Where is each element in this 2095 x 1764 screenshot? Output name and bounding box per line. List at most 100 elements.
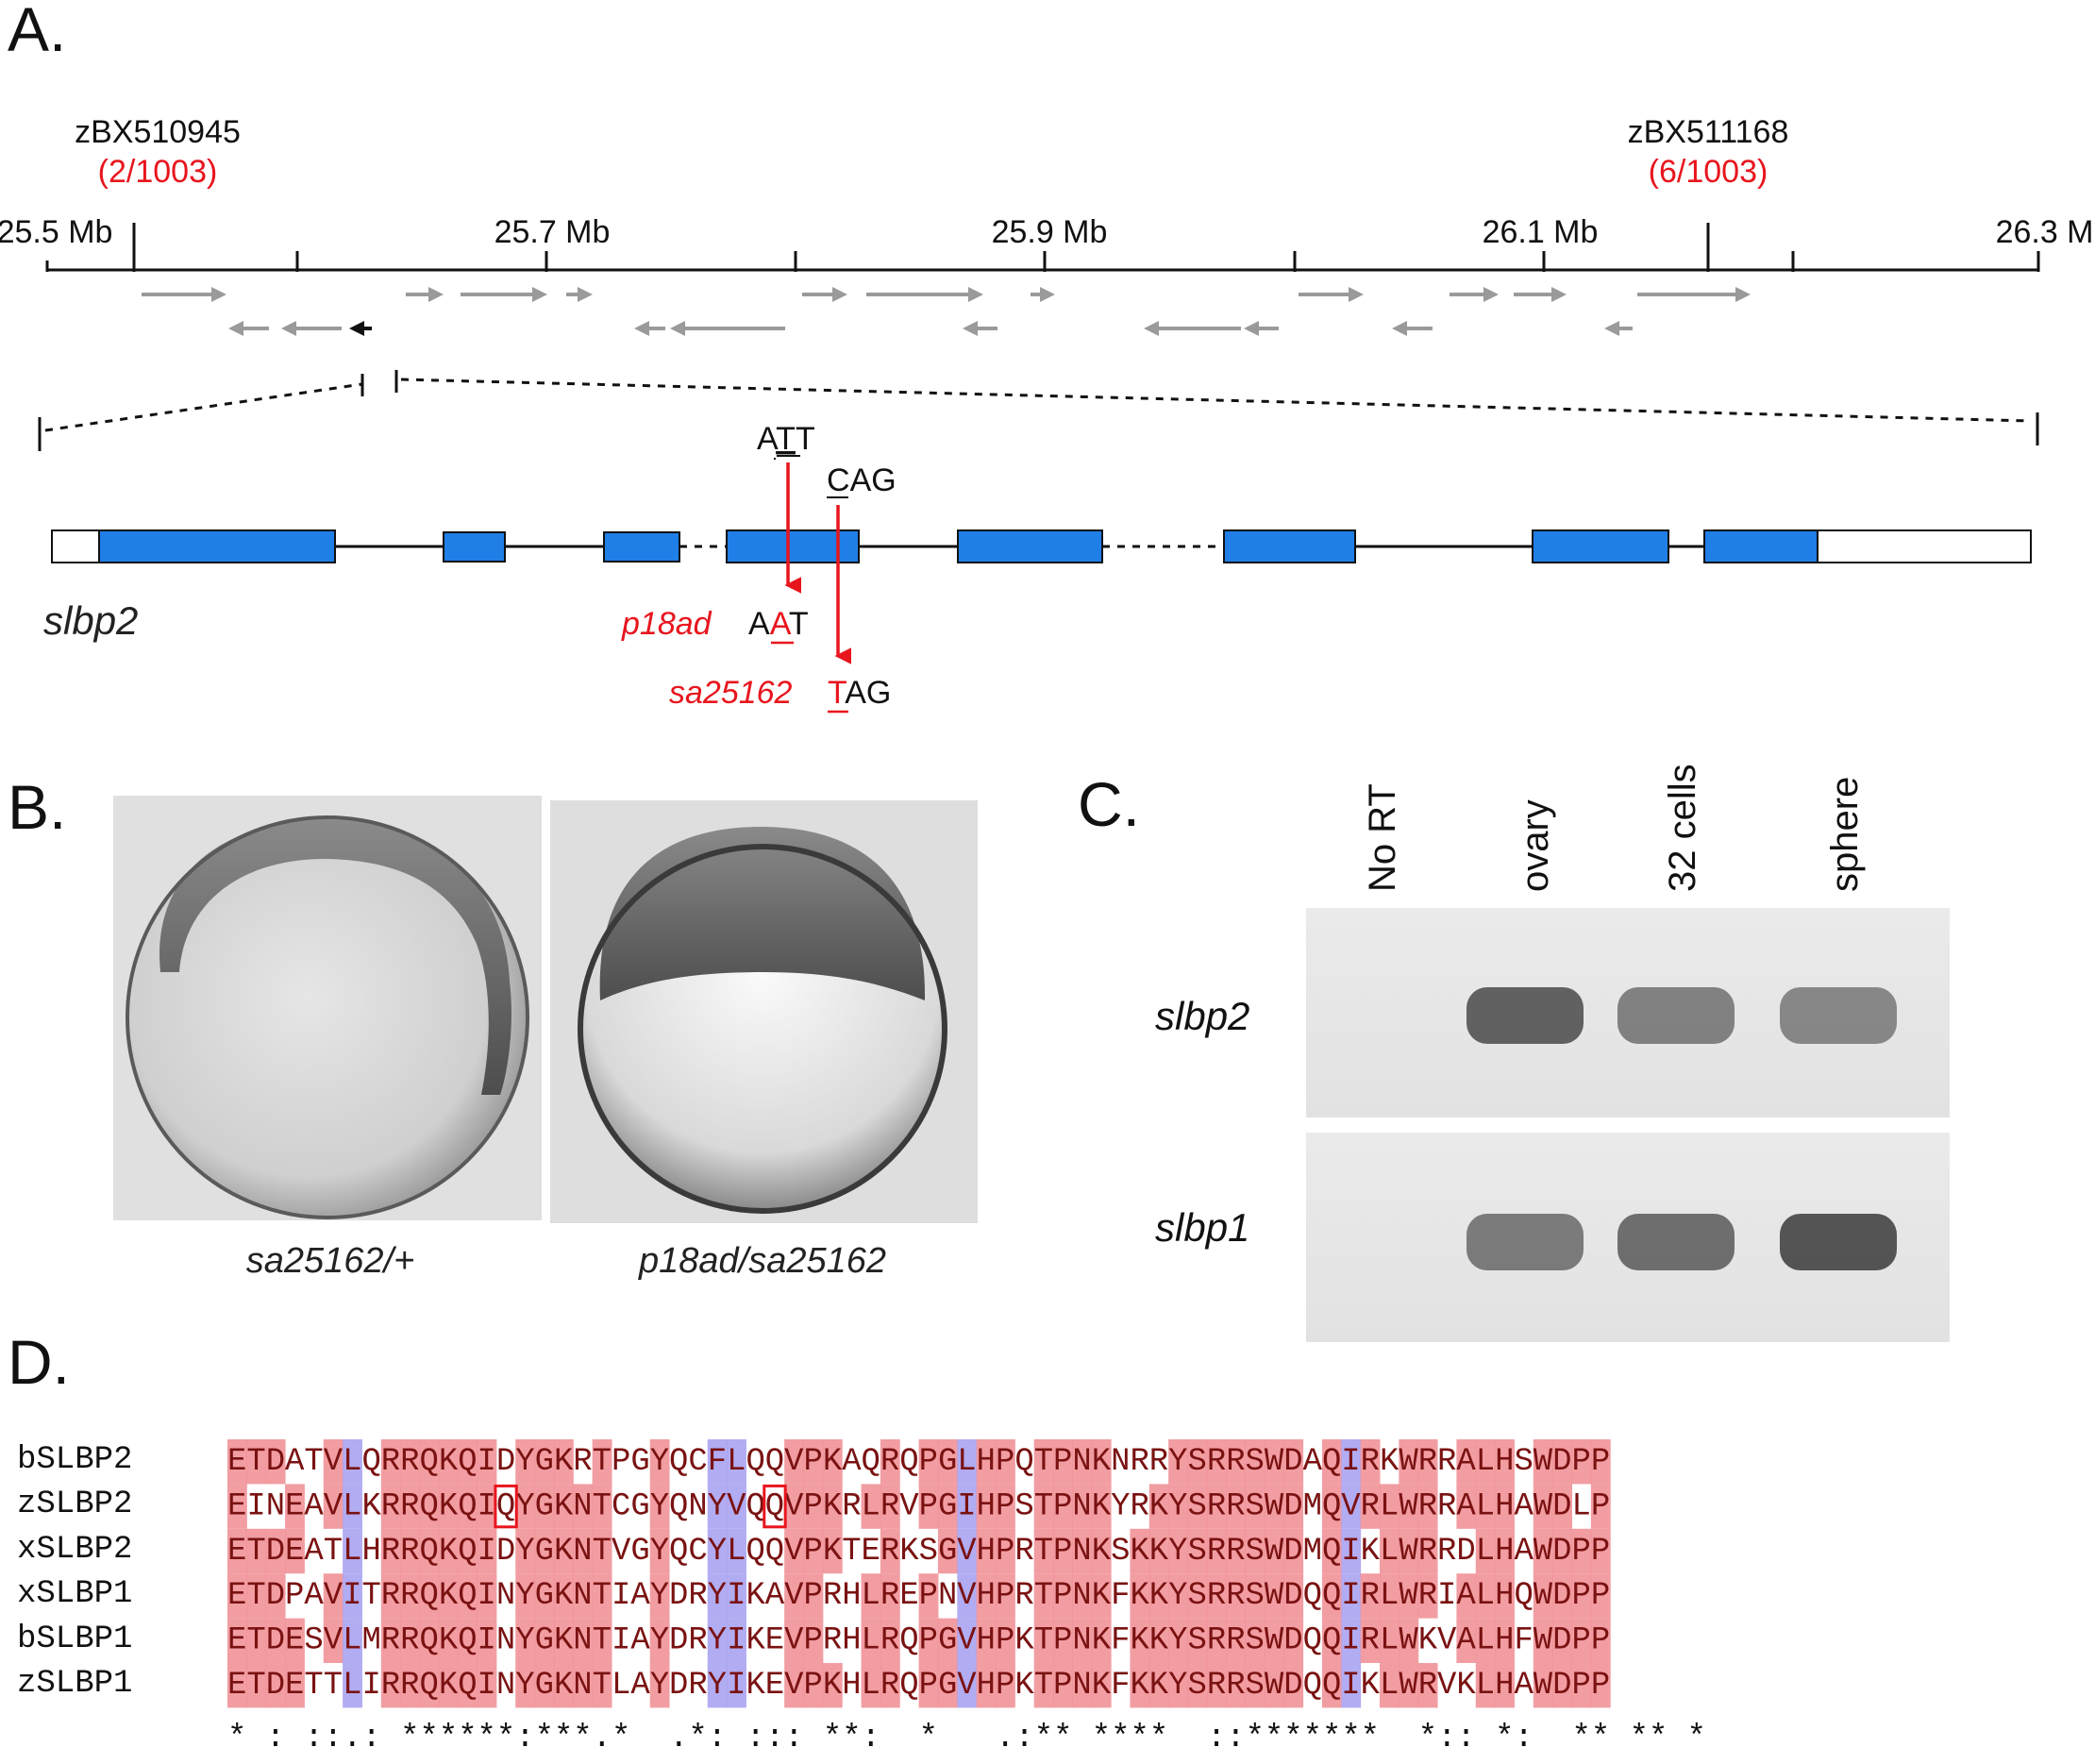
alignment-cell: [553, 1663, 574, 1708]
alignment-cell: [515, 1528, 536, 1574]
alignment-cell: [323, 1573, 344, 1619]
alignment-cell: [861, 1573, 881, 1619]
species-name: bSLBP2: [17, 1442, 132, 1478]
alignment-cell: [1399, 1618, 1419, 1663]
alignment-cell: [380, 1573, 401, 1619]
alignment-cell: [1264, 1663, 1284, 1708]
alignment-cell: [1399, 1663, 1419, 1708]
alignment-cell: [1033, 1528, 1054, 1574]
panel-a-letter: A.: [8, 0, 66, 64]
alignment-cell: [1187, 1528, 1208, 1574]
alignment-cell: [1053, 1663, 1073, 1708]
alignment-cell: [265, 1663, 286, 1708]
alignment-cell: [976, 1484, 997, 1529]
alignment-cell: [1226, 1439, 1247, 1485]
alignment-cell: [1456, 1618, 1477, 1663]
alignment-cell: [1417, 1528, 1438, 1574]
alignment-cell: [400, 1439, 420, 1485]
wt-codon-2: CAG: [827, 462, 897, 498]
alignment-cell: [553, 1573, 574, 1619]
utr-5: [51, 529, 100, 563]
alignment-cell: [937, 1439, 958, 1485]
exon: [1223, 529, 1356, 563]
alignment-cell: [1091, 1484, 1112, 1529]
alignment-cell: [1571, 1618, 1592, 1663]
alignment-cell: [1380, 1528, 1399, 1574]
alignment-cell: [1206, 1663, 1227, 1708]
alignment-cell: [419, 1573, 440, 1619]
species-name: bSLBP1: [17, 1621, 132, 1657]
alignment-cell: [1533, 1573, 1553, 1619]
alignment-cell: [534, 1663, 555, 1708]
panel-d-letter: D.: [8, 1327, 70, 1397]
alignment-cell: [1264, 1528, 1284, 1574]
alignment-cell: [553, 1439, 574, 1485]
alignment-cell: [727, 1573, 746, 1619]
alignment-cell: [957, 1573, 978, 1619]
alignment-cell: [1072, 1618, 1093, 1663]
alignment-cell: [880, 1663, 900, 1708]
alignment-cell: [707, 1484, 728, 1529]
alignment-cell: [1072, 1573, 1093, 1619]
slbp2-arrow: [349, 321, 372, 336]
alignment-cell: [227, 1484, 247, 1529]
alignment-cell: [1053, 1573, 1073, 1619]
alignment-cell: [1053, 1528, 1073, 1574]
marker-right-recomb: (6/1003): [1649, 154, 1768, 190]
alignment-cell: [1475, 1663, 1496, 1708]
alignment-cell: [438, 1663, 459, 1708]
alignment-cell: [1380, 1573, 1399, 1619]
alignment-cell: [1590, 1663, 1611, 1708]
exon: [957, 529, 1103, 563]
alignment-cell: [707, 1663, 728, 1708]
alignment-cell: [1033, 1439, 1054, 1485]
alignment-cell: [1091, 1618, 1112, 1663]
alignment-cell: [727, 1439, 746, 1485]
gene-arrow: [802, 287, 847, 302]
gene-arrow: [1244, 321, 1279, 336]
alignment-cell: [861, 1618, 881, 1663]
alignment-cell: [1456, 1484, 1477, 1529]
alignment-cell: [1168, 1573, 1188, 1619]
alignment-cell: [1380, 1484, 1399, 1529]
alignment-cell: [380, 1618, 401, 1663]
scale-axis: [45, 223, 2040, 272]
exon: [1532, 529, 1669, 563]
alignment-cell: [1206, 1573, 1227, 1619]
alignment-cell: [534, 1439, 555, 1485]
alignment-cell: [534, 1573, 555, 1619]
alignment-cell: [438, 1573, 459, 1619]
alignment-cell: [1495, 1439, 1515, 1485]
alignment-cell: [1590, 1573, 1611, 1619]
alignment-cell: [957, 1663, 978, 1708]
alignment-cell: [649, 1484, 670, 1529]
alignment-cell: [727, 1663, 746, 1708]
alignment-cell: [1264, 1439, 1284, 1485]
alignment-cell: [227, 1439, 247, 1485]
gene-arrow: [1514, 287, 1567, 302]
alignment-cell: [880, 1439, 900, 1485]
gel-row-label: slbp2: [1155, 994, 1249, 1038]
alignment-cell: [1168, 1528, 1188, 1574]
alignment-cell: [265, 1439, 286, 1485]
alignment-cell: [1417, 1439, 1438, 1485]
alignment-cell: [438, 1528, 459, 1574]
alignment-cell: [1168, 1484, 1188, 1529]
alignment-cell: [477, 1573, 497, 1619]
gel-lane-labels: No RT ovary 32 cells sphere: [1362, 764, 1866, 892]
alignment-cell: [1456, 1439, 1477, 1485]
gene-arrow: [1450, 287, 1499, 302]
alignment-cell: [477, 1618, 497, 1663]
alignment-cell: [265, 1573, 286, 1619]
alignment-cell: [227, 1618, 247, 1663]
alignment-cell: [1130, 1573, 1150, 1619]
alignment-cell: [246, 1663, 267, 1708]
alignment-cell: [1283, 1484, 1304, 1529]
alignment-cell: [1417, 1484, 1438, 1529]
gene-arrow: [1637, 287, 1751, 302]
alignment-cell: [323, 1439, 344, 1485]
alignment-cell: [343, 1528, 362, 1574]
alignment-cell: [649, 1528, 670, 1574]
alignment-cell: [380, 1439, 401, 1485]
alignment-cell: [1072, 1663, 1093, 1708]
